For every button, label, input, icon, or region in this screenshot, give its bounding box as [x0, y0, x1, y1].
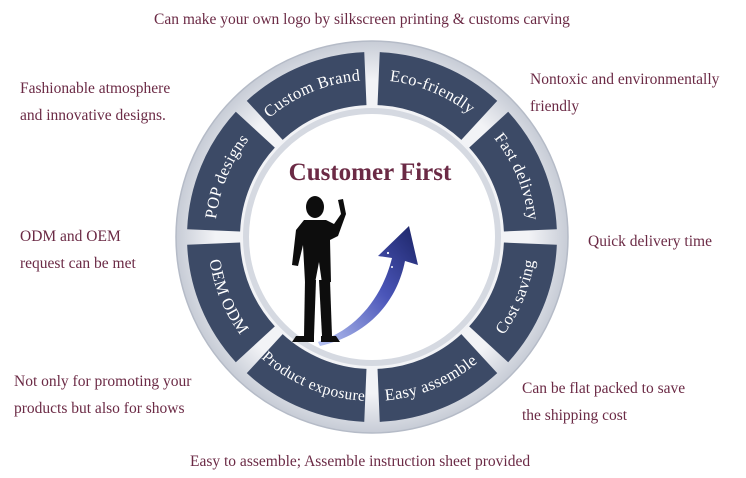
note-top-left: Fashionable atmosphere and innovative de…: [20, 80, 171, 124]
ring-segment: [377, 334, 498, 422]
rising-arrow-icon: [318, 226, 418, 346]
inner-ring-edge: [243, 108, 501, 366]
note-mid-right: Quick delivery time: [588, 233, 712, 250]
note-bottom: Easy to assemble; Assemble instruction s…: [190, 453, 531, 470]
ring-segments: [187, 52, 557, 422]
note-mid-left: ODM and OEM request can be met: [20, 228, 136, 272]
sparkle-icon: [377, 251, 393, 273]
ring-segment: [246, 334, 367, 422]
ring-segment: [246, 52, 367, 140]
note-top-right: Nontoxic and environmentally friendly: [530, 71, 720, 115]
ring-segment: [187, 111, 275, 232]
ring-segment: [469, 111, 557, 232]
note-top: Can make your own logo by silkscreen pri…: [154, 11, 570, 28]
note-bottom-left: Not only for promoting your products but…: [14, 373, 192, 417]
note-bottom-right: Can be flat packed to save the shipping …: [522, 380, 686, 424]
ring-segment: [469, 242, 557, 363]
ring-segment: [187, 242, 275, 363]
center-title: Customer First: [289, 159, 452, 186]
businessman-silhouette-icon: [292, 196, 346, 342]
ring-segment: [377, 52, 498, 140]
